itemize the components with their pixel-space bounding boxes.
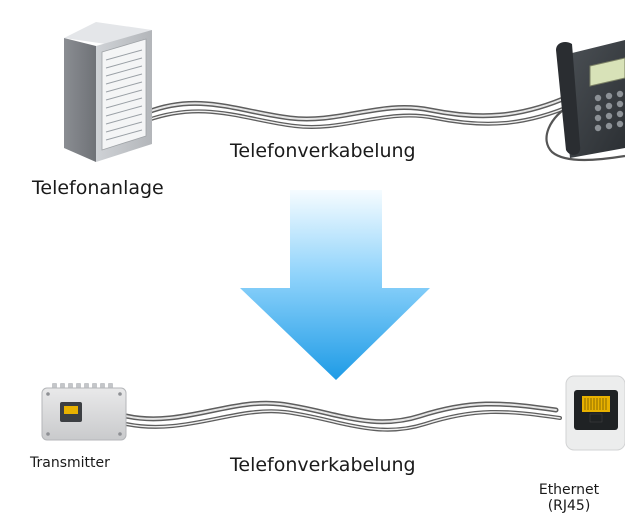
pbx-label: Telefonanlage	[32, 177, 164, 199]
desk-phone-icon	[545, 40, 625, 162]
ethernet-label: Ethernet (RJ45)	[526, 482, 612, 514]
ethernet-label-line2: (RJ45)	[547, 498, 591, 515]
down-arrow-icon	[240, 190, 430, 380]
top-cable-label: Telefonverkabelung	[230, 140, 416, 162]
top-cable	[145, 93, 577, 129]
ethernet-label-line1: Ethernet	[538, 482, 600, 498]
transmitter-box-icon	[41, 383, 127, 441]
rj45-port-icon	[565, 375, 625, 451]
bottom-cable-label: Telefonverkabelung	[230, 454, 416, 476]
server-cabinet-icon	[64, 22, 152, 162]
bottom-cable	[123, 400, 562, 432]
transmitter-label: Transmitter	[30, 455, 110, 471]
